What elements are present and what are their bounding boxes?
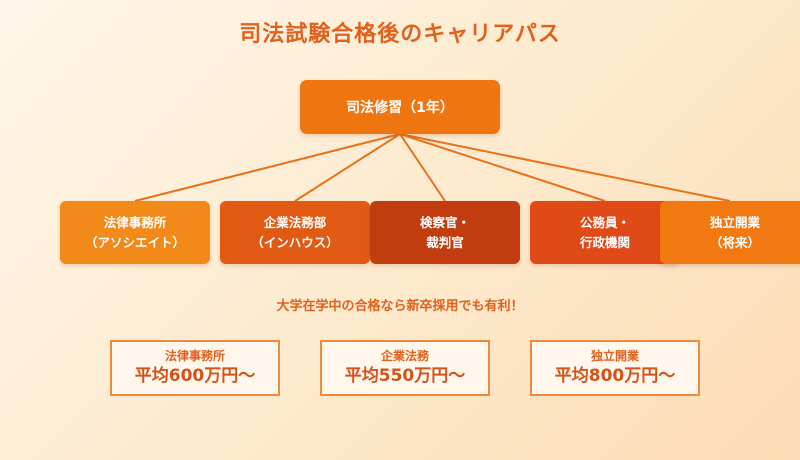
- career-node-line2: （アソシエイト）: [84, 234, 185, 250]
- connector-line-5: [399, 133, 731, 202]
- career-node-line1: 独立開業: [709, 214, 760, 230]
- diagram-title: 司法試験合格後のキャリアパス: [239, 22, 561, 47]
- career-node-line1: 企業法務部: [263, 214, 327, 230]
- career-node-line2: 行政機関: [579, 234, 630, 250]
- salary-amount: 平均600万円〜: [134, 366, 256, 386]
- connector-line-2: [294, 133, 401, 202]
- salary-amount: 平均800万円〜: [554, 366, 676, 386]
- root-node-judicial-training: 司法修習（1年）: [300, 80, 500, 134]
- career-node-line1: 検察官・: [419, 214, 470, 230]
- salary-box-corporate: 企業法務 平均550万円〜: [320, 340, 490, 396]
- root-node-label: 司法修習（1年）: [346, 100, 454, 116]
- salary-box-law-firm: 法律事務所 平均600万円〜: [110, 340, 280, 396]
- career-node-corporate-legal: 企業法務部 （インハウス）: [220, 201, 370, 264]
- career-node-independent: 独立開業 （将来）: [660, 201, 800, 264]
- career-node-prosecutor-judge: 検察官・ 裁判官: [370, 201, 520, 264]
- subtitle-note: 大学在学中の合格なら新卒採用でも有利！: [276, 299, 524, 314]
- salary-label: 法律事務所: [164, 349, 225, 363]
- salary-label: 企業法務: [380, 349, 429, 363]
- connector-line-1: [134, 133, 401, 202]
- career-node-line2: （インハウス）: [251, 234, 339, 250]
- career-node-public-service: 公務員・ 行政機関: [530, 201, 680, 264]
- career-node-line2: （将来）: [709, 234, 760, 250]
- career-node-line1: 公務員・: [579, 214, 630, 230]
- salary-amount: 平均550万円〜: [344, 366, 466, 386]
- career-node-law-firm: 法律事務所 （アソシエイト）: [60, 201, 210, 264]
- career-node-line2: 裁判官: [426, 234, 464, 250]
- connector-line-3: [399, 133, 446, 202]
- salary-label: 独立開業: [590, 349, 639, 363]
- salary-box-independent: 独立開業 平均800万円〜: [530, 340, 700, 396]
- connector-line-4: [399, 133, 606, 202]
- career-node-line1: 法律事務所: [103, 214, 167, 230]
